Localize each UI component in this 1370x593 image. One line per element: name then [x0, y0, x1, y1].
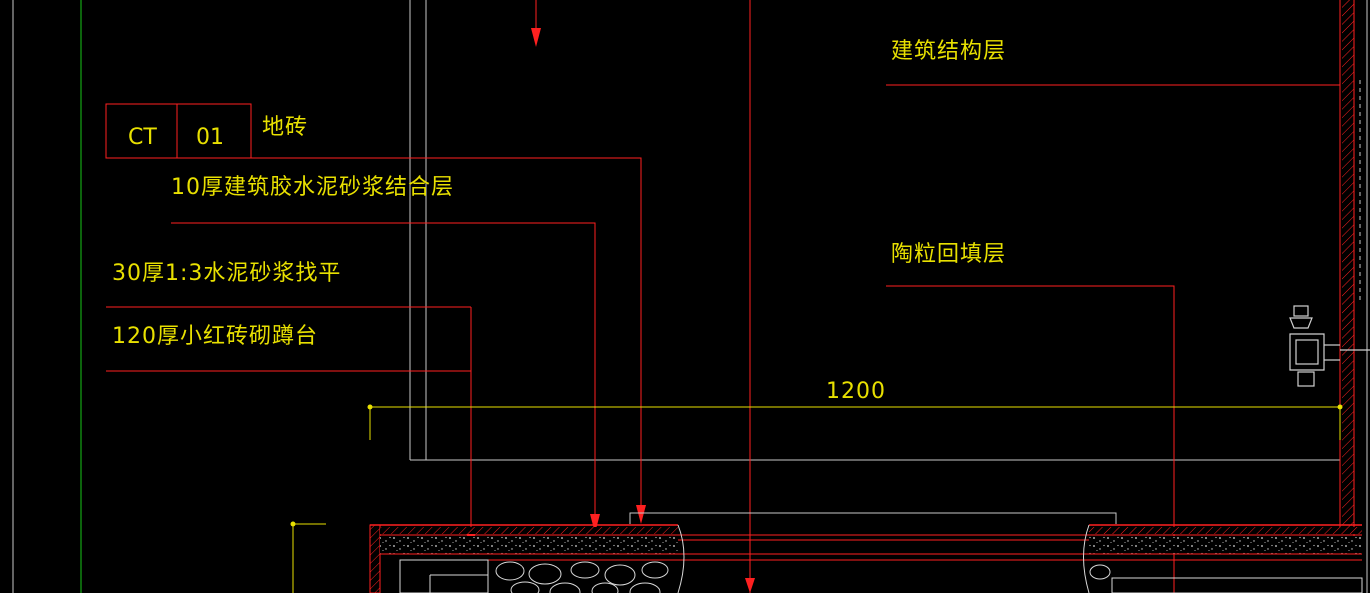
leader-tile	[251, 157, 642, 515]
layer-label-brick: 120厚小红砖砌蹲台	[112, 324, 318, 349]
brick-left	[399, 559, 489, 593]
leader-tile-arrow	[636, 505, 646, 524]
pebble-fill-left	[495, 561, 669, 593]
layer-label-bond: 10厚建筑胶水泥砂浆结合层	[171, 175, 454, 200]
tag-box	[105, 103, 252, 159]
center-arrow-head	[745, 578, 755, 593]
top-arrow-head	[531, 28, 541, 47]
tag-number: 01	[196, 125, 224, 150]
pebble-fill-right	[1089, 564, 1363, 593]
fill-label: 陶粒回填层	[891, 242, 1007, 267]
layer-label-leveling: 30厚1:3水泥砂浆找平	[112, 261, 342, 286]
material-label: 地砖	[262, 115, 309, 140]
tile-layer-left	[380, 527, 678, 534]
dimension-tick-right	[1337, 404, 1343, 410]
structure-label: 建筑结构层	[891, 39, 1007, 64]
platform-top-outline	[629, 512, 1117, 524]
leader-fill	[886, 285, 1175, 593]
dimension-value: 1200	[826, 379, 886, 404]
mortar-layer-left	[380, 536, 678, 554]
valve-icon	[1289, 305, 1370, 387]
tile-layer-right	[1089, 527, 1362, 534]
leader-bond	[171, 222, 596, 523]
lower-dim-tick	[290, 521, 296, 527]
mortar-layer-right	[1089, 536, 1362, 554]
pebble-edge-left	[677, 524, 685, 593]
slab-left-edge	[369, 524, 381, 593]
leader-bond-arrow	[590, 514, 600, 533]
dimension-tick-left	[367, 404, 373, 410]
right-wall-hatch	[1342, 0, 1354, 530]
pebble-edge-right	[1083, 524, 1090, 593]
tag-code: CT	[128, 125, 157, 150]
